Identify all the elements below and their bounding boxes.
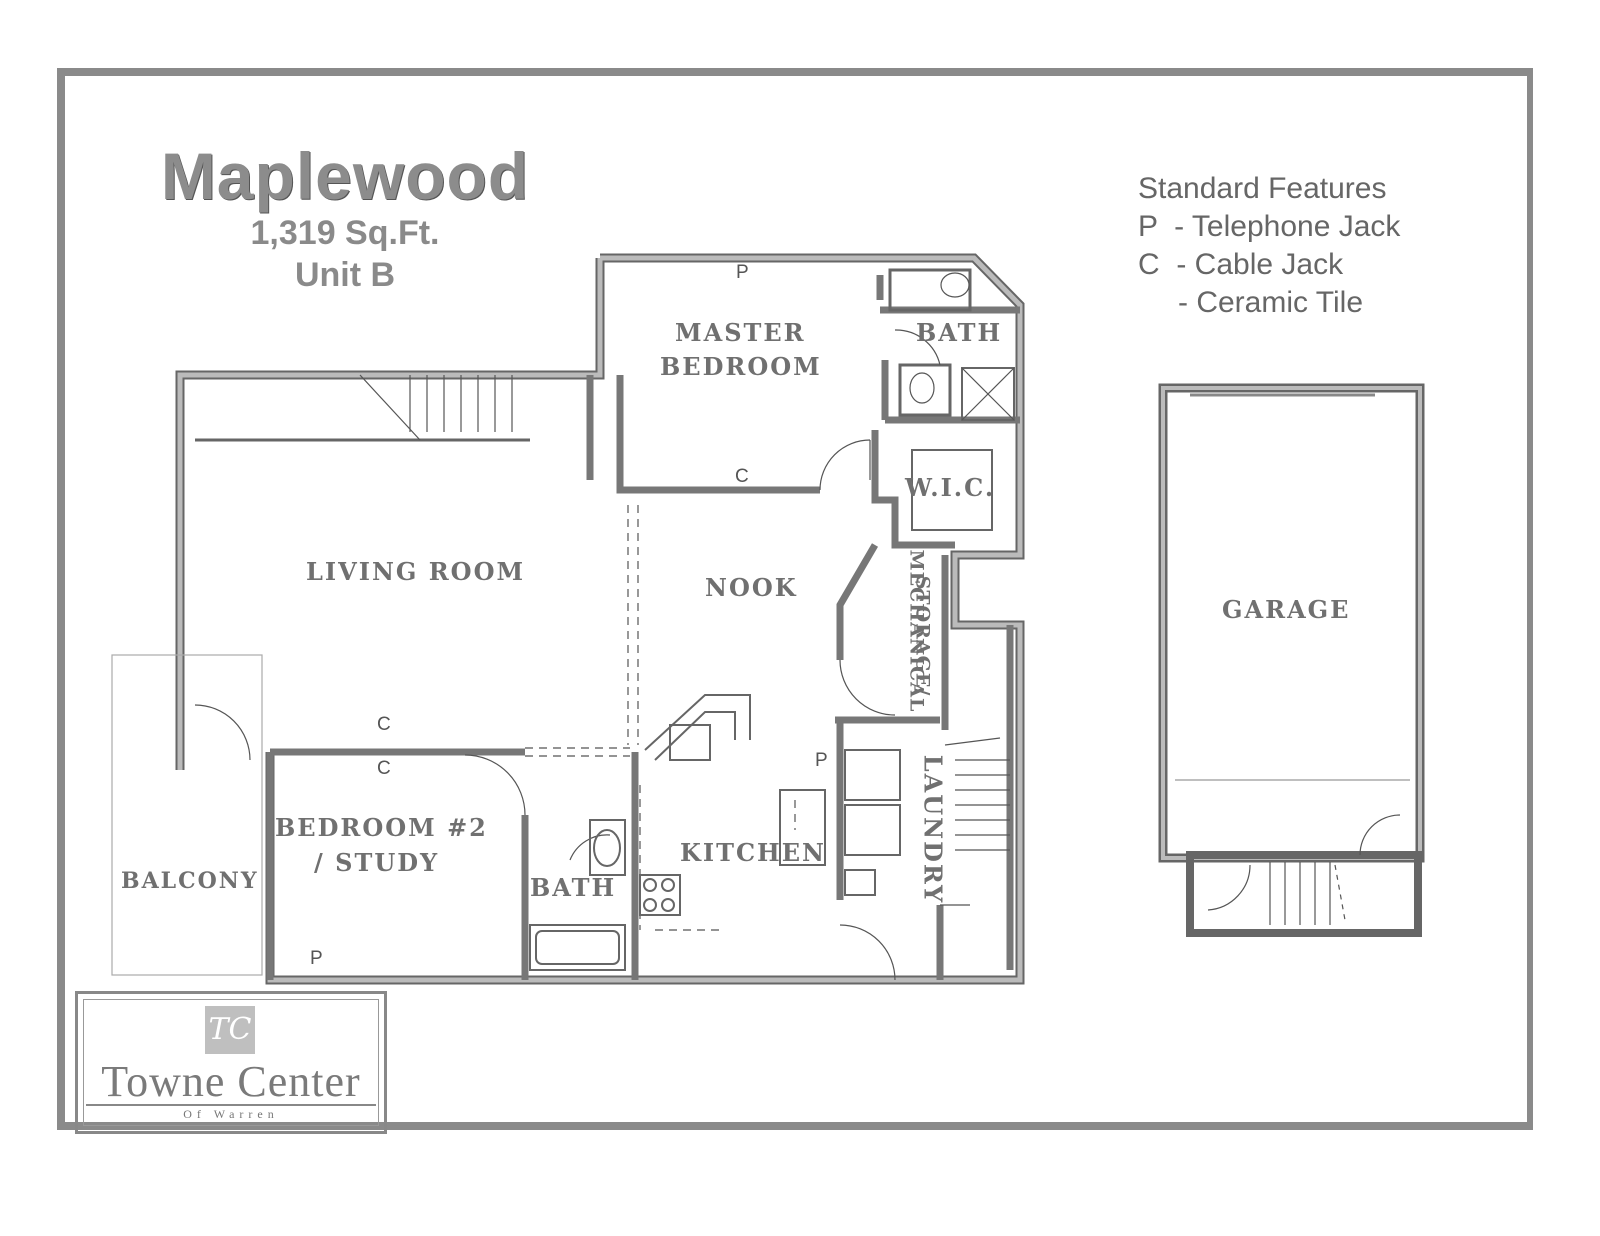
room-label-master-bath: BATH <box>916 318 1003 347</box>
room-label-balcony: BALCONY <box>121 868 259 894</box>
room-label-storage-2: MECHANICAL <box>905 549 928 713</box>
legend-code: P <box>1138 210 1158 243</box>
features-legend: Standard Features P - Telephone Jack C -… <box>1138 170 1400 322</box>
room-label-wic: W.I.C. <box>905 473 996 502</box>
unit-label: Unit B <box>294 256 396 294</box>
legend-item-tile: - Ceramic Tile <box>1138 284 1400 322</box>
room-label-master-2: BEDROOM <box>660 352 822 381</box>
legend-item-cable: C - Cable Jack <box>1138 246 1400 284</box>
bath-fixtures <box>529 819 626 971</box>
logo-monogram: TC <box>205 1006 255 1054</box>
room-label-laundry: LAUNDRY <box>918 754 948 905</box>
legend-label: - Cable Jack <box>1176 248 1344 281</box>
square-footage: 1,319 Sq.Ft. <box>250 214 440 252</box>
open-boundaries <box>525 505 796 931</box>
room-label-master-1: MASTER <box>675 318 806 347</box>
cable-jack-marker: C <box>735 466 749 487</box>
towne-center-logo: TC Towne Center Of Warren <box>75 991 387 1134</box>
kitchen-island <box>639 694 901 916</box>
floorplan-title: Maplewood <box>160 139 530 213</box>
door-swings <box>194 329 970 981</box>
logo-inner-border <box>83 999 379 1126</box>
room-label-bedroom2-2: / STUDY <box>314 848 440 877</box>
legend-item-phone: P - Telephone Jack <box>1138 208 1400 246</box>
phone-jack-marker: P <box>815 750 828 771</box>
cable-jack-marker: C <box>377 758 391 779</box>
stairs-upper <box>195 374 530 442</box>
legend-heading: Standard Features <box>1138 172 1387 205</box>
stairs-lower <box>944 737 1010 851</box>
room-label-nook: NOOK <box>705 573 798 602</box>
master-bath-fixtures <box>888 268 1015 531</box>
logo-rule <box>86 1104 376 1106</box>
page-frame <box>57 68 1533 1130</box>
room-label-kitchen: KITCHEN <box>680 838 826 867</box>
garage-structure <box>1158 383 1425 937</box>
room-label-living-room: LIVING ROOM <box>306 557 526 586</box>
logo-subtitle: Of Warren <box>183 1107 279 1121</box>
phone-jack-marker: P <box>310 948 323 969</box>
room-label-bath: BATH <box>530 873 617 902</box>
room-label-garage: GARAGE <box>1222 595 1351 624</box>
cable-jack-marker: C <box>377 714 391 735</box>
legend-label: - Ceramic Tile <box>1178 286 1364 319</box>
title-block: Maplewood 1,319 Sq.Ft. Unit B <box>130 140 560 296</box>
phone-jack-marker: P <box>736 262 749 283</box>
balcony <box>111 654 263 976</box>
legend-label: - Telephone Jack <box>1174 210 1401 243</box>
logo-name: Towne Center <box>101 1057 361 1106</box>
legend-code: C <box>1138 248 1160 281</box>
room-label-bedroom2-1: BEDROOM #2 <box>275 813 488 842</box>
